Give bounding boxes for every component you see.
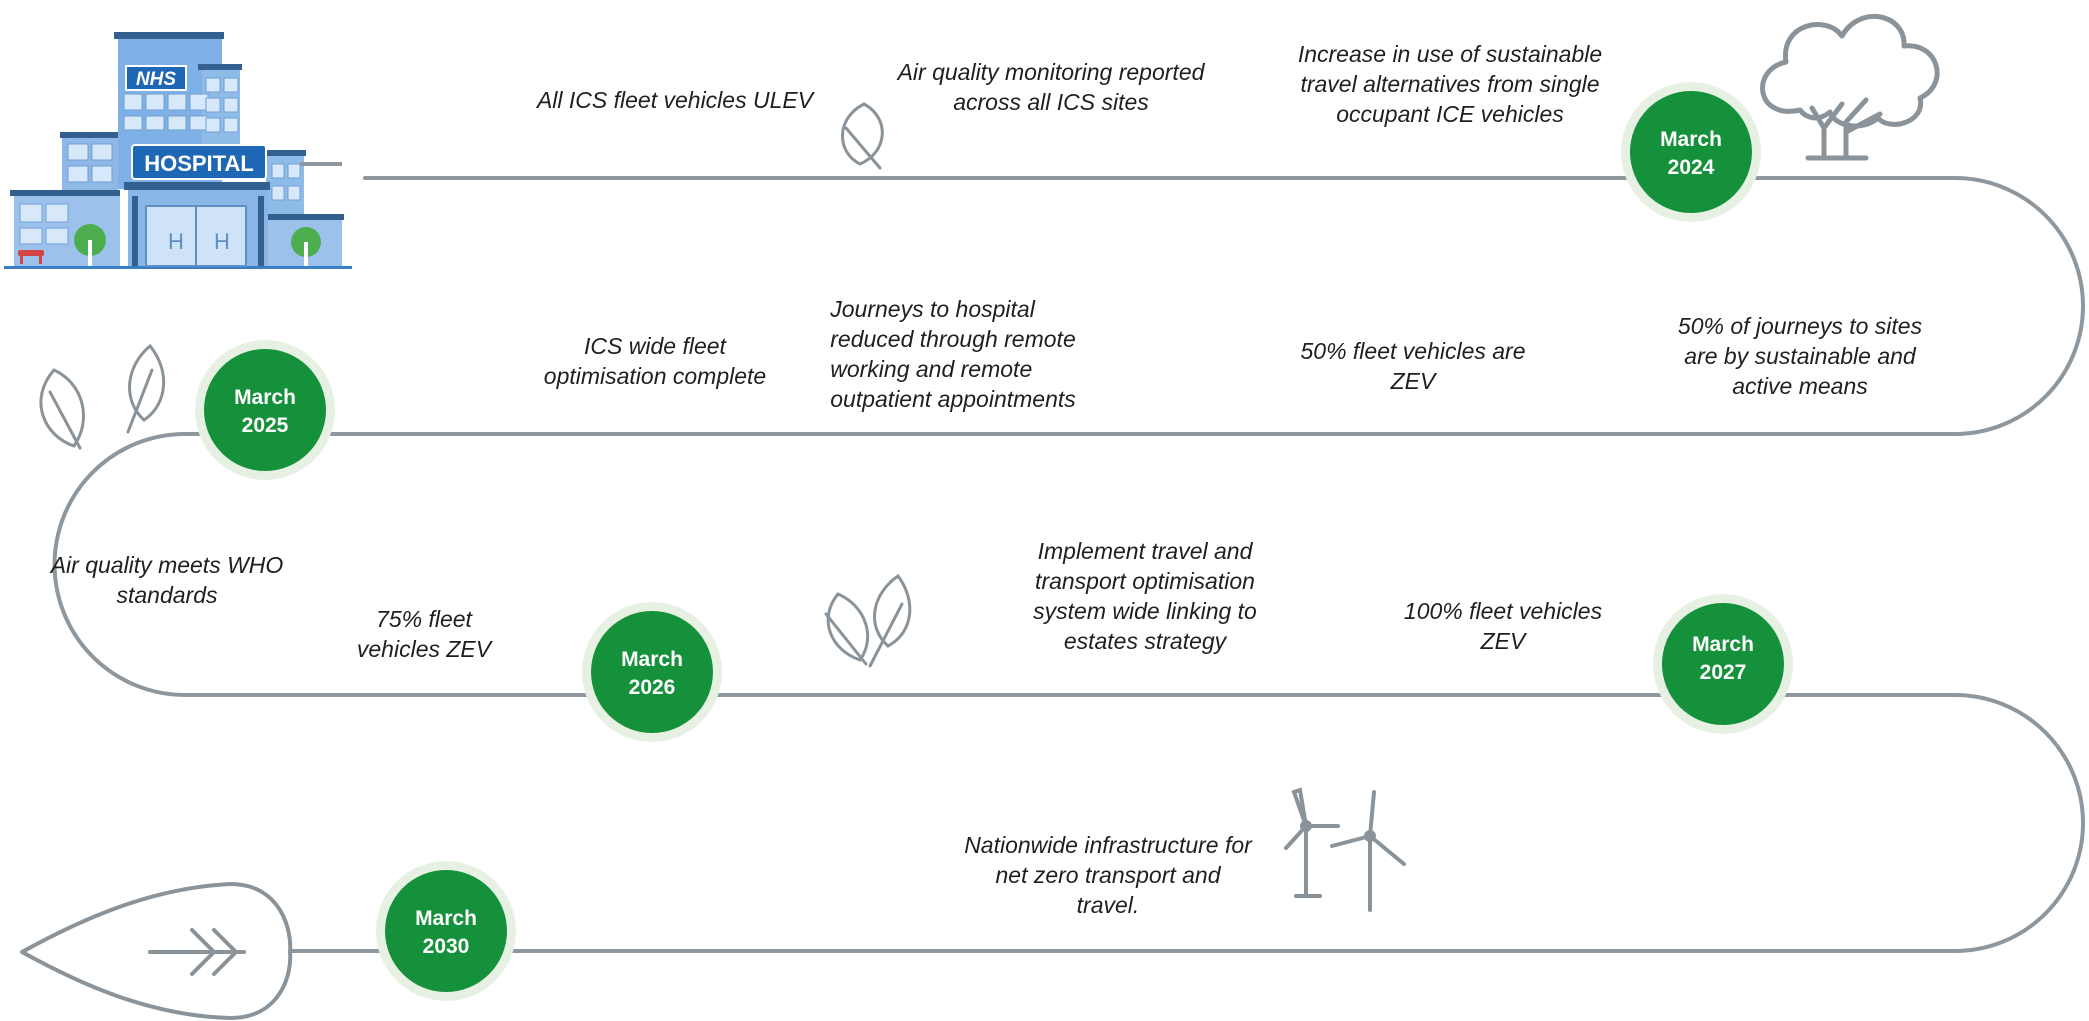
goal-50-fleet-zev: 50% fleet vehicles are ZEV — [1300, 338, 1526, 394]
goal-air-quality-who: Air quality meets WHO standards — [50, 552, 284, 608]
milestone-year: 2024 — [1668, 156, 1715, 179]
milestone-year: 2030 — [423, 935, 470, 958]
milestone-2024: March 2024 — [1621, 82, 1761, 222]
goal-sustainable-travel-alternatives: Increase in use of sustainable travel al… — [1297, 41, 1603, 127]
milestone-month: March — [234, 386, 296, 409]
goal-fleet-optimisation: ICS wide fleet optimisation complete — [543, 333, 767, 389]
goal-nationwide-infrastructure: Nationwide infrastructure for net zero t… — [964, 832, 1252, 918]
leaf-pair-icon — [824, 573, 912, 668]
nhs-logo: NHS — [136, 69, 176, 90]
goal-75-fleet-zev: 75% fleet vehicles ZEV — [356, 606, 492, 662]
goal-100-fleet-zev: 100% fleet vehicles ZEV — [1403, 598, 1603, 654]
door-letter-left: H — [168, 229, 184, 254]
milestone-2030: March 2030 — [376, 861, 516, 1001]
milestone-2027: March 2027 — [1653, 594, 1793, 734]
milestone-month: March — [1692, 633, 1754, 656]
tree-icon — [1760, 14, 1940, 161]
leaf-icon — [841, 102, 884, 170]
goal-transport-optimisation: Implement travel and transport optimisat… — [1033, 538, 1257, 654]
hospital-sign: HOSPITAL — [144, 151, 254, 176]
milestone-year: 2026 — [629, 676, 676, 699]
roadmap-road — [52, 176, 2085, 953]
goal-all-ics-fleet-ulev: All ICS fleet vehicles ULEV — [536, 87, 814, 113]
milestone-month: March — [621, 648, 683, 671]
milestone-2026: March 2026 — [582, 602, 722, 742]
milestone-month: March — [1660, 128, 1722, 151]
milestone-month: March — [415, 907, 477, 930]
goal-air-quality-monitoring: Air quality monitoring reported across a… — [897, 59, 1205, 115]
milestone-year: 2025 — [242, 414, 289, 437]
goal-journeys-reduced: Journeys to hospital reduced through rem… — [830, 296, 1076, 412]
door-letter-right: H — [214, 229, 230, 254]
big-leaf-arrow-icon — [20, 882, 293, 1020]
goal-50-journeys-sustainable: 50% of journeys to sites are by sustaina… — [1677, 313, 1923, 399]
hospital-icon: NHS H H HOSPITAL — [4, 32, 352, 269]
wind-turbines-icon — [1284, 787, 1406, 912]
milestone-year: 2027 — [1700, 661, 1747, 684]
milestone-2025: March 2025 — [195, 340, 335, 480]
two-leaves-icon — [39, 343, 165, 450]
